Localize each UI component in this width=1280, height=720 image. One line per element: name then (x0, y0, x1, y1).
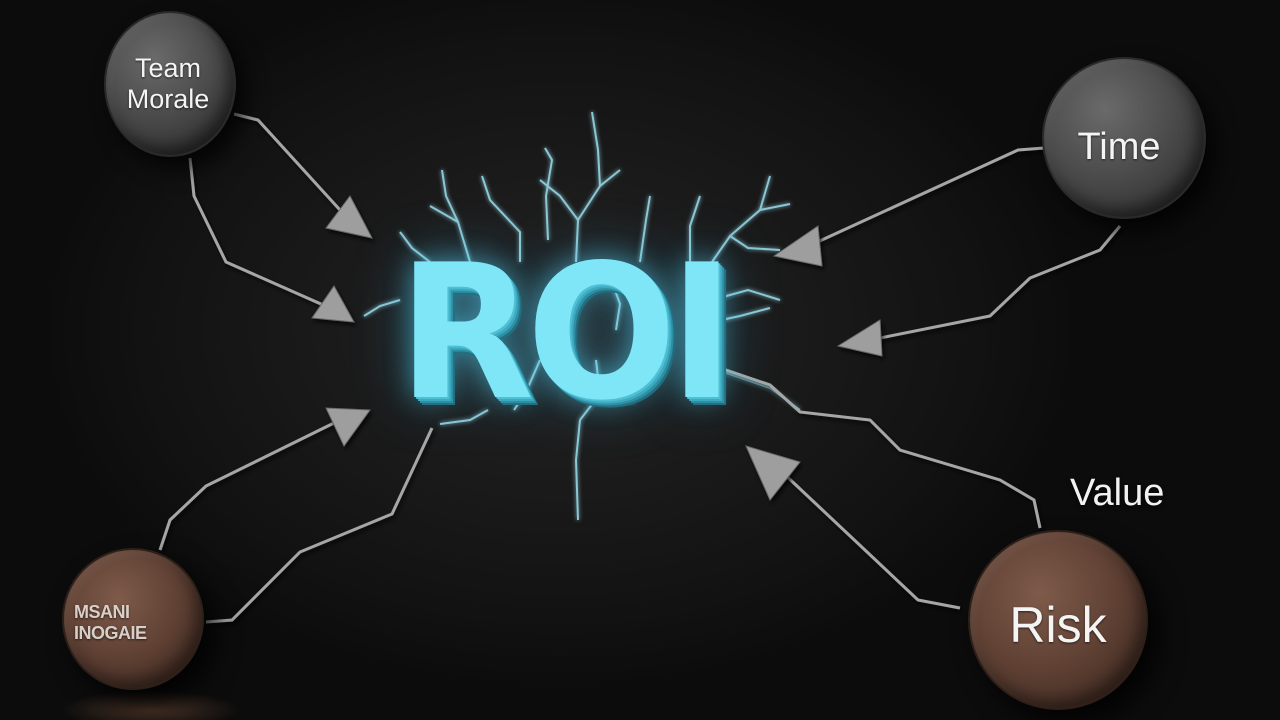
arrowheads (311, 195, 883, 501)
bottom-left-node: MSANI INOGAIE (62, 548, 204, 690)
team-morale-node: Team Morale (104, 11, 236, 157)
roi-title: ROI (398, 224, 735, 441)
team-morale-label: Team Morale (126, 52, 210, 114)
arrowhead-team-morale-upper (325, 195, 373, 239)
connector-lines (158, 112, 1122, 624)
floor-glow (60, 690, 240, 720)
arrowhead-risk (745, 445, 801, 501)
risk-node: Risk (968, 530, 1148, 710)
crack-lines (363, 111, 801, 521)
arrowhead-time-lower (836, 319, 883, 357)
time-node: Time (1042, 57, 1206, 219)
arrowhead-team-morale-lower (311, 285, 355, 323)
time-label: Time (1077, 126, 1161, 169)
risk-label: Risk (1009, 597, 1107, 654)
arrowhead-bottom-left (325, 407, 371, 447)
arrowhead-time-upper (772, 225, 823, 267)
value-label: Value (1070, 472, 1165, 514)
bottom-left-label: MSANI INOGAIE (74, 602, 147, 643)
